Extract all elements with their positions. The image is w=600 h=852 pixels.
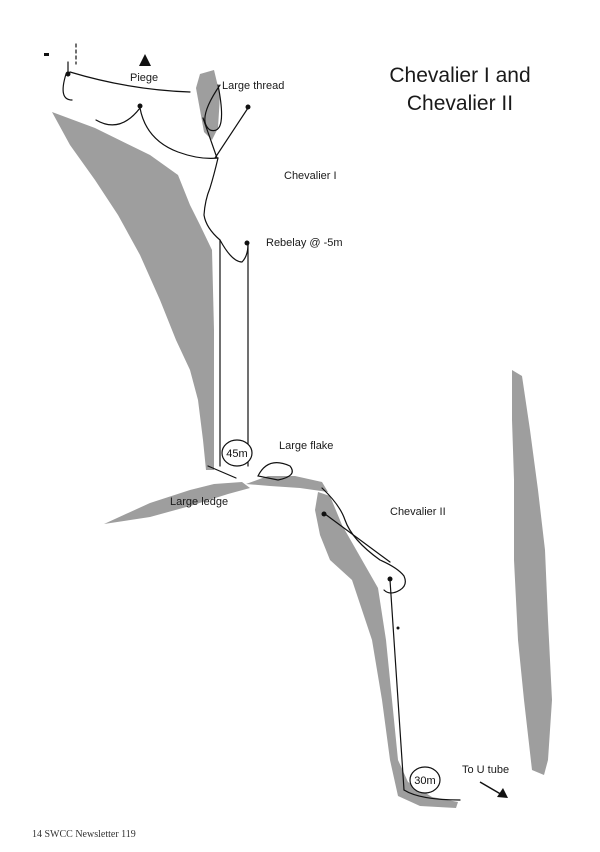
- rock-left-wall-upper: [52, 112, 214, 470]
- pitch-label-30m: 30m: [414, 775, 435, 787]
- rope-loop-left: [62, 73, 73, 101]
- rope-traverse-2: [321, 487, 406, 594]
- anchor-dot-small: [396, 626, 400, 630]
- label-piege: Piege: [130, 72, 159, 84]
- title-line-1: Chevalier I and: [389, 64, 531, 87]
- label-large-ledge: Large ledge: [170, 496, 229, 508]
- rope-pitch-2-bottom: [403, 789, 461, 801]
- label-large-thread: Large thread: [222, 80, 285, 92]
- rope-top-traverse: [69, 71, 191, 93]
- anchor-dot: [65, 71, 71, 77]
- pitch-label-45m: 45m: [226, 448, 247, 460]
- page-footer: 14 SWCC Newsletter 119: [32, 829, 136, 840]
- rock-walls: [52, 70, 552, 808]
- piege-arrow-icon: [139, 54, 151, 66]
- label-to-u-tube: To U tube: [462, 764, 510, 776]
- rope-traverse-2-lower: [324, 513, 391, 563]
- label-large-flake: Large flake: [279, 440, 334, 452]
- anchors: [44, 53, 400, 630]
- rope-v-left: [202, 117, 218, 159]
- anchor-dot: [244, 240, 250, 246]
- to-u-tube-arrow-icon: [479, 781, 508, 798]
- rock-lower-left-wall: [315, 492, 458, 808]
- rope-flake-loop: [257, 462, 293, 481]
- rope-to-thread-anchor: [214, 107, 249, 159]
- diagram-title: Chevalier I and Chevalier II: [370, 62, 550, 118]
- label-chevalier-2: Chevalier II: [390, 506, 446, 518]
- rope-ledge-line: [207, 465, 237, 479]
- rope-main-descent: [203, 157, 249, 263]
- title-line-2: Chevalier II: [406, 92, 514, 115]
- anchor-dot: [245, 104, 251, 110]
- anchor-dot: [137, 103, 143, 109]
- rope-thread-loop: [204, 84, 223, 132]
- pitch-circle-45m: 45m: [221, 439, 253, 467]
- rock-flake: [246, 476, 328, 492]
- pitch-circle-30m: 30m: [409, 766, 441, 794]
- anchor-dot: [321, 511, 327, 517]
- rope-swag-1: [95, 106, 219, 159]
- rock-right-wall: [512, 370, 552, 775]
- label-rebelay: Rebelay @ -5m: [266, 237, 343, 249]
- label-chevalier-1: Chevalier I: [284, 170, 337, 182]
- anchor-dot: [387, 576, 393, 582]
- rock-large-ledge: [104, 482, 250, 524]
- rope-pitch-2: [389, 579, 405, 791]
- rope-lines: [62, 43, 461, 801]
- corner-mark: [44, 53, 49, 56]
